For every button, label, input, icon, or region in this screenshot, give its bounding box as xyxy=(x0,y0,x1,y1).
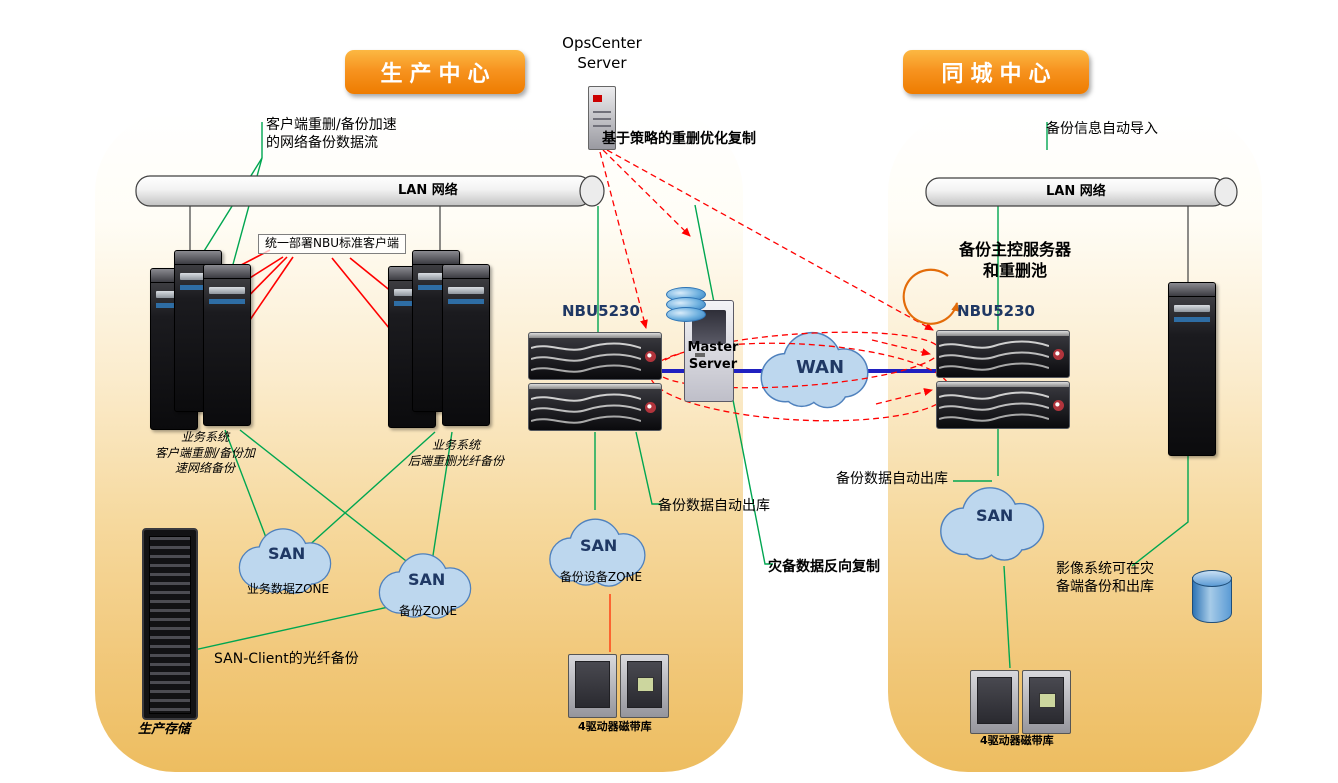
nbu5230-left-label: NBU5230 xyxy=(562,302,640,320)
nbu5230-right-label: NBU5230 xyxy=(957,302,1035,320)
disk-cylinder-icon xyxy=(1192,570,1232,624)
production-storage-label: 生产存储 xyxy=(138,722,191,737)
san1-label: SAN xyxy=(268,544,306,563)
imaging-note: 影像系统可在灾 备端备份和出库 xyxy=(1056,561,1154,596)
policy-replication-note: 基于策略的重删优化复制 xyxy=(602,131,756,147)
server-tower-icon xyxy=(1168,282,1216,456)
reverse-replication-note: 灾备数据反向复制 xyxy=(768,559,880,575)
tape-library-left-label: 4驱动器磁带库 xyxy=(578,720,652,733)
backup-out-left-note: 备份数据自动出库 xyxy=(658,498,770,514)
client-dedup-note: 客户端重删/备份加速 的网络备份数据流 xyxy=(266,117,397,152)
tape-library-right-label: 4驱动器磁带库 xyxy=(980,734,1054,747)
san-client-note: SAN-Client的光纤备份 xyxy=(214,651,359,667)
production-center-banner: 生产中心 xyxy=(345,50,525,94)
biz-group1-label: 业务系统 客户端重删/备份加 速网络备份 xyxy=(154,430,256,476)
opscenter-label: OpsCenter Server xyxy=(562,34,642,72)
san3-label: SAN xyxy=(580,536,618,555)
san3-zone-label: 备份设备ZONE xyxy=(559,570,643,584)
tape-library-right-icon xyxy=(970,670,1071,734)
nbu5230-appliance-right-icon xyxy=(936,330,1070,432)
backup-master-note: 备份主控服务器 和重删池 xyxy=(958,240,1071,280)
backup-import-note: 备份信息自动导入 xyxy=(1046,121,1158,137)
wan-label: WAN xyxy=(796,357,845,378)
lan-right-label: LAN 网络 xyxy=(1046,184,1106,199)
lan-left-label: LAN 网络 xyxy=(398,183,458,198)
disk-stack-icon xyxy=(666,287,706,322)
san2-zone-label: 备份ZONE xyxy=(398,604,458,618)
san2-label: SAN xyxy=(408,570,446,589)
nbu-standard-client-box: 统一部署NBU标准客户端 xyxy=(258,234,406,254)
biz-group2-label: 业务系统 后端重删光纤备份 xyxy=(407,438,504,468)
tape-library-left-icon xyxy=(568,654,669,718)
server-tower-icon xyxy=(442,264,490,426)
backup-out-right-note: 备份数据自动出库 xyxy=(836,471,948,487)
opscenter-server-icon xyxy=(588,86,616,150)
master-server-label: Master Server xyxy=(687,340,739,372)
metro-center-banner: 同城中心 xyxy=(903,50,1089,94)
nbu5230-appliance-left-icon xyxy=(528,332,662,434)
san1-zone-label: 业务数据ZONE xyxy=(246,582,330,596)
san4-label: SAN xyxy=(976,506,1014,525)
server-tower-icon xyxy=(203,264,251,426)
production-storage-rack-icon xyxy=(142,528,198,720)
